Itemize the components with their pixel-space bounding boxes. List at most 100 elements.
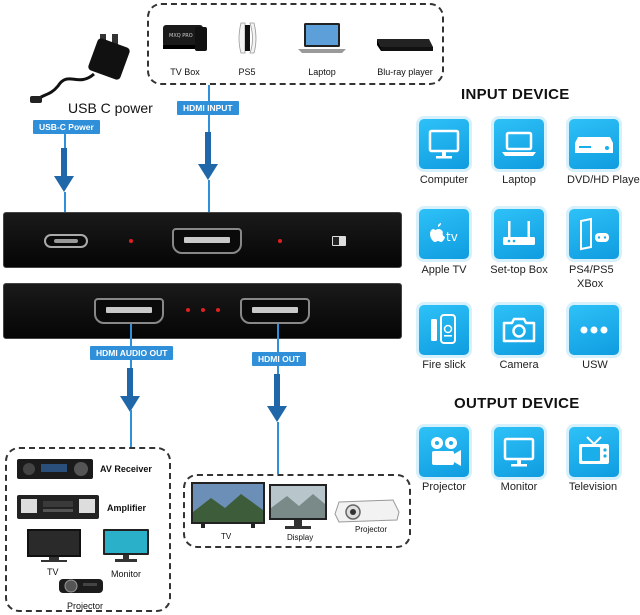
monitor-icon [503, 437, 535, 467]
tile-label: USW [582, 359, 608, 371]
hdmi-input-tag: HDMI INPUT [177, 101, 239, 115]
hdmi-audio-arrow-head [120, 396, 140, 412]
tile-label: Set-top Box [490, 264, 548, 276]
fire-stick-icon [431, 314, 456, 344]
hdmi-input-port [172, 228, 242, 254]
projector-icon [59, 579, 103, 593]
tile-label: Laptop [502, 174, 536, 186]
hdmi-out-tag: HDMI OUT [252, 352, 307, 366]
tile-label: PS4/PS5 [569, 264, 614, 276]
hdmi-audio-out-port [94, 298, 164, 324]
router-icon [503, 221, 535, 245]
apple-tv-icon: tv [430, 223, 458, 244]
film-projector-icon [431, 437, 461, 466]
tile-camera [491, 302, 547, 358]
status-led-2 [201, 308, 205, 312]
tile-label: Television [568, 481, 618, 493]
svg-text:MXQ PRO: MXQ PRO [169, 33, 193, 39]
dvd-player-icon [575, 137, 613, 153]
usb-c-arrow [61, 148, 67, 178]
dots-icon [580, 326, 608, 334]
tile-label: Camera [499, 359, 539, 371]
hdmi-out-connector-line [277, 324, 279, 352]
device-label: Laptop [308, 67, 336, 77]
tile-label: Projector [421, 481, 467, 493]
tv-icon [191, 482, 265, 528]
tv-box-device: MXQ PRO TV Box [159, 19, 211, 79]
status-led-3 [216, 308, 220, 312]
tile-fire-stick [416, 302, 472, 358]
tile-console [566, 206, 622, 262]
av-receiver-icon [17, 459, 93, 479]
status-led-1 [186, 308, 190, 312]
display-output-label: Projector [355, 525, 388, 534]
usb-power-caption: USB C power [68, 100, 153, 116]
tile-label: Fire slick [422, 359, 466, 371]
blu-ray-player-icon [377, 39, 433, 51]
console-icon [580, 217, 609, 251]
usb-c-port [44, 234, 88, 248]
tile-label: DVD/HD Player [567, 174, 640, 186]
hdmi-input-arrow-head [198, 164, 218, 180]
ps5-device: PS5 [227, 19, 267, 79]
tile-usw [566, 302, 622, 358]
hdmi-audio-connector-line [130, 410, 132, 448]
device-label: TV Box [170, 67, 200, 77]
hdmi-out-arrow-head [267, 406, 287, 422]
camera-icon [502, 317, 536, 343]
projector-icon [334, 499, 400, 523]
tile-laptop [491, 116, 547, 172]
hdmi-out-arrow [274, 374, 280, 408]
power-led [129, 239, 133, 243]
hdmi-out-connector-line [277, 366, 279, 376]
amplifier-icon [17, 495, 99, 519]
hdmi-audio-arrow [127, 368, 133, 398]
device-label: PS5 [238, 67, 256, 77]
input-led [278, 239, 282, 243]
laptop-icon [502, 131, 536, 156]
mode-switch [332, 236, 346, 246]
tv-icon [27, 529, 81, 562]
laptop-icon [298, 23, 346, 53]
hdmi-input-connector-line [208, 85, 210, 101]
audio-output-label: TV [47, 567, 59, 577]
tile-dvd-player [566, 116, 622, 172]
audio-output-label: Projector [67, 601, 104, 611]
hdmi-audio-out-tag: HDMI AUDIO OUT [90, 346, 174, 360]
audio-output-box: AV Receiver Amplifier TV Monitor Project… [5, 447, 171, 612]
tile-set-top-box [491, 206, 547, 262]
display-output-label: Display [287, 533, 314, 542]
display-output-box: TV Display Projector [183, 474, 411, 548]
hdmi-input-connector-line [208, 115, 210, 135]
tv-box-icon: MXQ PRO [163, 25, 207, 51]
tile-computer [416, 116, 472, 172]
hdmi-audio-connector-line [130, 324, 132, 346]
input-sources-box: MXQ PRO TV Box PS5 Laptop Blu-ray player [147, 3, 444, 85]
tile-label: XBox [577, 278, 604, 290]
svg-text:tv: tv [446, 230, 458, 244]
device-label: Blu-ray player [377, 67, 433, 77]
output-device-title: OUTPUT DEVICE [454, 395, 580, 412]
monitor-icon [103, 529, 149, 562]
tile-television [566, 424, 622, 480]
hdmi-out-connector-line [277, 422, 279, 474]
monitor-icon [428, 129, 460, 159]
tile-monitor [491, 424, 547, 480]
audio-output-label: Amplifier [107, 503, 147, 513]
tile-label: Computer [419, 174, 469, 186]
tile-label: Monitor [500, 481, 538, 493]
converter-bottom-face [3, 283, 402, 339]
hdmi-audio-connector-line [130, 360, 132, 370]
tile-projector [416, 424, 472, 480]
usb-c-power-adapter-icon [30, 34, 130, 103]
retro-tv-icon [579, 436, 609, 464]
hdmi-input-arrow [205, 132, 211, 166]
audio-output-label: AV Receiver [100, 464, 152, 474]
blu-ray-device: Blu-ray player [371, 19, 439, 79]
display-output-label: TV [221, 532, 232, 541]
display-icon [269, 484, 327, 529]
tile-label: Apple TV [421, 264, 467, 276]
converter-top-face [3, 212, 402, 268]
input-device-title: INPUT DEVICE [461, 86, 570, 103]
laptop-device: Laptop [294, 19, 350, 79]
